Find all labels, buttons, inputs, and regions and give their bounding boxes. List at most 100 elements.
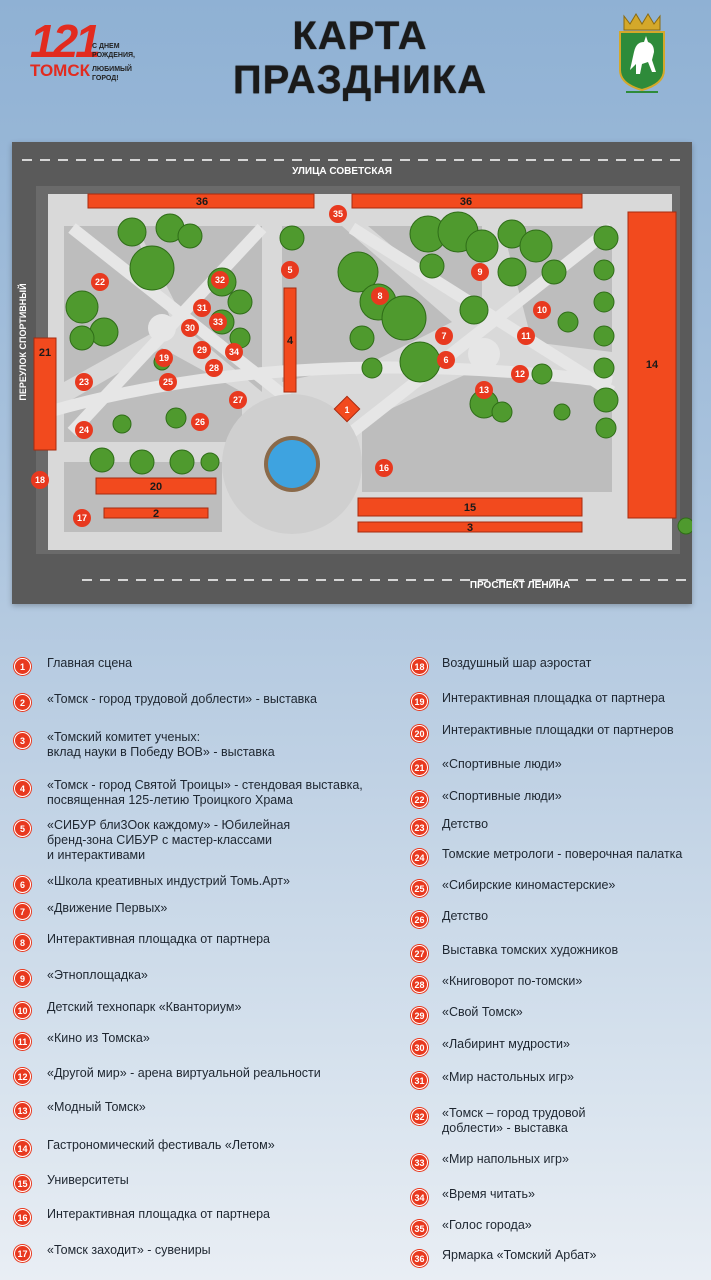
svg-text:26: 26	[195, 417, 205, 427]
svg-text:4: 4	[287, 335, 294, 347]
tents	[33, 193, 677, 533]
legend-text: «Спортивные люди»	[442, 757, 562, 771]
legend-text: Детство	[442, 817, 489, 831]
legend-text: «Книговорот по-томски»	[442, 974, 583, 988]
legend-text: «Томск - город трудовой доблести» - выст…	[47, 692, 317, 706]
number-badge: 33	[411, 1154, 428, 1171]
logo-number: 121	[30, 15, 101, 67]
marker-12: 12	[511, 365, 529, 383]
svg-text:9: 9	[477, 267, 482, 277]
svg-text:36: 36	[460, 196, 472, 208]
marker-19: 19	[155, 349, 173, 367]
legend-item-5: 5«СИБУР бли3Оок каждому» - Юбилейная бре…	[14, 818, 394, 863]
number-badge: 35	[411, 1220, 428, 1237]
legend-item-11: 11«Кино из Томска»	[14, 1031, 394, 1050]
number-badge: 11	[14, 1033, 31, 1050]
svg-text:14: 14	[646, 359, 659, 371]
number-badge: 13	[14, 1102, 31, 1119]
legend-item-16: 16 Интерактивная площадка от партнера	[14, 1207, 394, 1226]
number-badge: 2	[14, 694, 31, 711]
svg-text:7: 7	[441, 331, 446, 341]
number-badge: 22	[411, 791, 428, 808]
marker-33: 33	[209, 313, 227, 331]
legend-item-29: 29«Свой Томск»	[411, 1005, 707, 1024]
svg-text:24: 24	[79, 425, 89, 435]
legend-text: Ярмарка «Томский Арбат»	[442, 1248, 597, 1262]
number-badge: 4	[14, 780, 31, 797]
marker-32: 32	[211, 271, 229, 289]
marker-31: 31	[193, 299, 211, 317]
legend-text: «Спортивные люди»	[442, 789, 562, 803]
svg-text:25: 25	[163, 377, 173, 387]
map-drawing: УЛИЦА СОВЕТСКАЯ ПЕРЕУЛОК СПОРТИВНЫЙ ПРОС…	[12, 142, 692, 604]
svg-text:23: 23	[79, 377, 89, 387]
svg-text:17: 17	[77, 513, 87, 523]
number-badge: 32	[411, 1108, 428, 1125]
page-header: 121 ТОМСК С ДНЕМ РОЖДЕНИЯ, ЛЮБИМЫЙ ГОРОД…	[0, 0, 711, 130]
number-badge: 17	[14, 1245, 31, 1262]
number-badge: 14	[14, 1140, 31, 1157]
marker-18: 18	[31, 471, 49, 489]
trees	[65, 211, 692, 535]
marker-34: 34	[225, 343, 243, 361]
number-badge: 3	[14, 732, 31, 749]
number-badge: 31	[411, 1072, 428, 1089]
marker-5: 5	[281, 261, 299, 279]
legend-item-25: 25«Сибирские киномастерские»	[411, 878, 707, 897]
number-badge: 5	[14, 820, 31, 837]
legend-text: Интерактивная площадка от партнера	[47, 1207, 270, 1221]
svg-text:27: 27	[233, 395, 243, 405]
legend-text: «Школа креативных индустрий Томь.Арт»	[47, 874, 290, 888]
number-badge: 25	[411, 880, 428, 897]
marker-11: 11	[517, 327, 535, 345]
svg-text:33: 33	[213, 317, 223, 327]
legend-item-6: 6«Школа креативных индустрий Томь.Арт»	[14, 874, 394, 893]
festival-map: УЛИЦА СОВЕТСКАЯ ПЕРЕУЛОК СПОРТИВНЫЙ ПРОС…	[12, 142, 692, 604]
legend-text: Интерактивные площадки от партнеров	[442, 723, 674, 737]
tomsk-crest-icon	[619, 13, 665, 93]
svg-text:29: 29	[197, 345, 207, 355]
marker-13: 13	[475, 381, 493, 399]
legend-text: «Мир напольных игр»	[442, 1152, 569, 1166]
svg-text:20: 20	[150, 481, 162, 493]
legend-text: «Время читать»	[442, 1187, 535, 1201]
legend-item-33: 33 «Мир напольных игр»	[411, 1152, 707, 1171]
street-label-south: ПРОСПЕКТ ЛЕНИНА	[470, 580, 570, 591]
number-badge: 21	[411, 759, 428, 776]
marker-16: 16	[375, 459, 393, 477]
legend-text: «Томск заходит» - сувениры	[47, 1243, 211, 1257]
legend-text: Интерактивная площадка от партнера	[47, 932, 270, 946]
svg-text:15: 15	[464, 502, 476, 514]
marker-27: 27	[229, 391, 247, 409]
svg-text:34: 34	[229, 347, 239, 357]
marker-7: 7	[435, 327, 453, 345]
legend-text: Главная сцена	[47, 656, 133, 670]
legend-text: Детство	[442, 909, 489, 923]
number-badge: 28	[411, 976, 428, 993]
svg-text:22: 22	[95, 277, 105, 287]
logo-slogan-1: С ДНЕМ РОЖДЕНИЯ,	[92, 43, 135, 59]
logo-city: ТОМСК	[30, 61, 90, 80]
marker-22: 22	[91, 273, 109, 291]
legend-item-30: 30«Лабиринт мудрости»	[411, 1037, 707, 1056]
number-badge: 16	[14, 1209, 31, 1226]
street-label-west: ПЕРЕУЛОК СПОРТИВНЫЙ	[17, 283, 28, 400]
marker-25: 25	[159, 373, 177, 391]
legend-item-2: 2 «Томск - город трудовой доблести» - выс…	[14, 692, 394, 711]
number-badge: 34	[411, 1189, 428, 1206]
svg-text:35: 35	[333, 209, 343, 219]
number-badge: 8	[14, 934, 31, 951]
legend-item-9: 9«Этноплощадка»	[14, 968, 394, 987]
legend-text: «Модный Томск»	[47, 1100, 146, 1114]
legend-text: Воздушный шар аэростат	[442, 656, 592, 670]
marker-17: 17	[73, 509, 91, 527]
